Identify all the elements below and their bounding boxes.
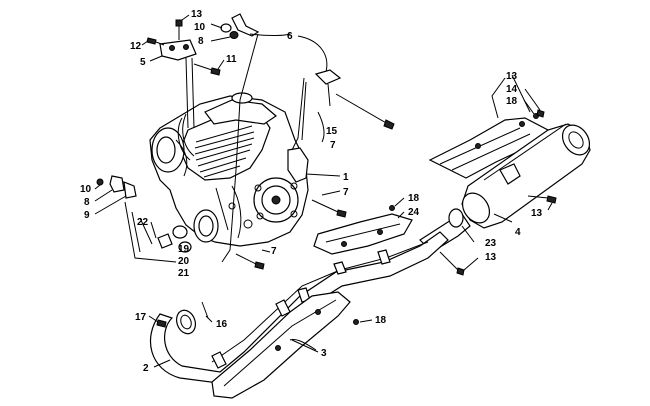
callout-13: 13 — [485, 252, 497, 263]
bracket-5 — [159, 39, 197, 61]
callout-14: 14 — [506, 84, 518, 95]
callout-16: 16 — [216, 319, 228, 330]
callout-8: 8 — [84, 197, 90, 208]
callout-3: 3 — [321, 348, 327, 359]
upper-bracket-parts — [141, 14, 239, 129]
callout-7: 7 — [343, 187, 349, 198]
exhaust-pipe — [148, 231, 449, 399]
callout-20: 20 — [178, 256, 190, 267]
right-leaders — [235, 173, 347, 270]
callout-4: 4 — [515, 227, 521, 238]
callout-17: 17 — [135, 312, 147, 323]
callout-22: 22 — [137, 217, 149, 228]
callout-21: 21 — [178, 268, 190, 279]
callout-9: 9 — [84, 210, 90, 221]
callout-11: 11 — [226, 54, 237, 65]
callout-8: 8 — [198, 36, 204, 47]
callout-6: 6 — [287, 31, 293, 42]
callout-5: 5 — [140, 57, 146, 68]
callout-7: 7 — [330, 140, 336, 151]
callout-2: 2 — [143, 363, 149, 374]
callout-10: 10 — [80, 184, 92, 195]
callout-19: 19 — [178, 244, 190, 255]
callout-13: 13 — [191, 9, 203, 20]
bracket-6 — [221, 13, 328, 263]
callout-18: 18 — [506, 96, 518, 107]
callout-labels: 13 10 8 12 5 11 6 15 7 13 14 18 1 7 10 8… — [80, 9, 543, 374]
callout-7: 7 — [271, 246, 277, 257]
left-fasteners — [94, 175, 177, 263]
callout-13: 13 — [506, 71, 518, 82]
callout-10: 10 — [194, 22, 206, 33]
callout-23: 23 — [485, 238, 497, 249]
engine-assembly — [149, 92, 309, 253]
callout-1: 1 — [343, 172, 349, 183]
callout-13: 13 — [531, 208, 543, 219]
callout-18: 18 — [408, 193, 420, 204]
callout-24: 24 — [408, 207, 420, 218]
callout-15: 15 — [326, 126, 338, 137]
callout-18: 18 — [375, 315, 387, 326]
callout-12: 12 — [130, 41, 142, 52]
muffler-assembly — [419, 74, 591, 253]
shield-24 — [313, 197, 479, 276]
long-bolt-15 — [291, 69, 395, 151]
